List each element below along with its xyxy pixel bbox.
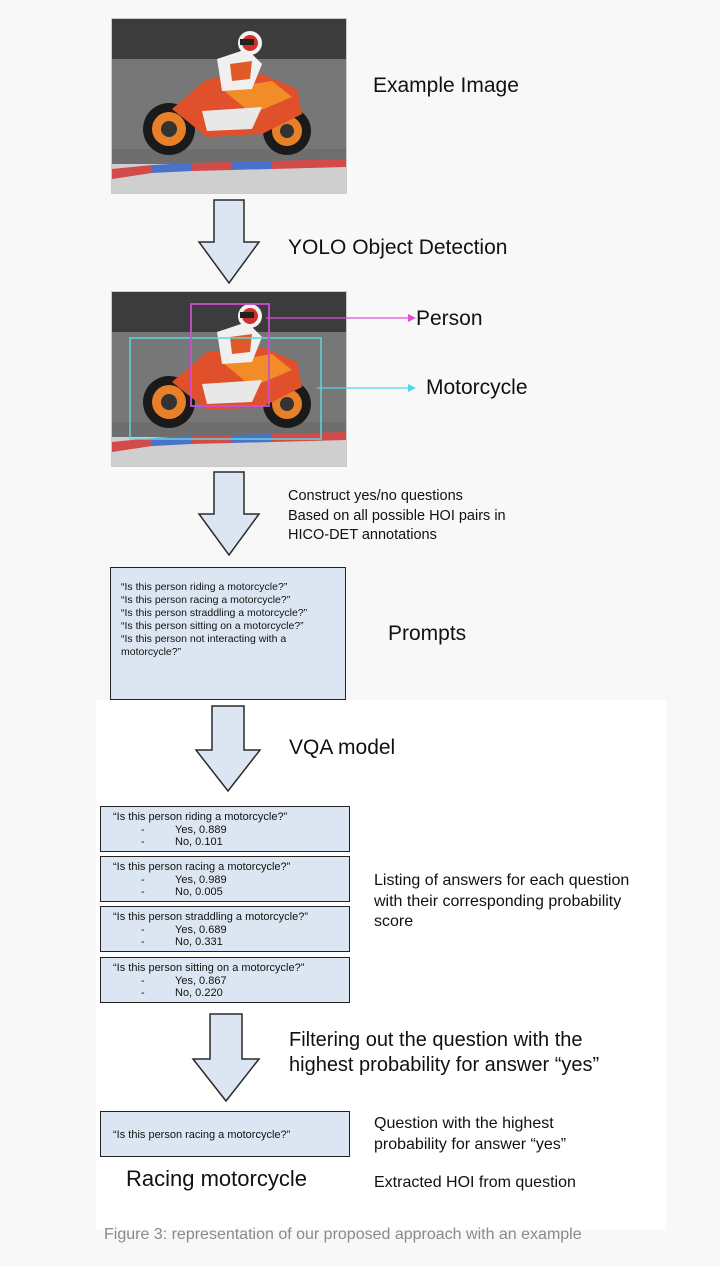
construct-line: Based on all possible HOI pairs in [288,507,506,524]
final-question-box: “Is this person racing a motorcycle?” [100,1111,350,1157]
prompts-box: “Is this person riding a motorcycle?” “I… [110,567,346,700]
answer-question: “Is this person sitting on a motorcycle?… [113,962,305,974]
answer-no: No, 0.005 [175,886,223,898]
label-extracted: Extracted HOI from question [374,1174,576,1191]
answer-yes: Yes, 0.889 [175,823,227,836]
prompt-line: “Is this person sitting on a motorcycle?… [121,620,304,632]
dash-marker: - [141,886,145,898]
listing-text: Listing of answers for each question wit… [374,871,629,933]
down-arrow-4 [191,1013,261,1103]
listing-line: Listing of answers for each question [374,872,630,889]
answer-no: No, 0.331 [175,936,223,948]
dash-marker: - [141,974,145,987]
label-racing-motorcycle: Racing motorcycle [126,1166,307,1191]
motorcycle-pointer-head [408,384,416,392]
answer-no: No, 0.101 [175,836,223,848]
listing-line: score [374,913,414,930]
down-arrow-1 [197,199,261,285]
label-motorcycle: Motorcycle [426,376,528,399]
label-person: Person [416,307,483,330]
answer-box-straddling: “Is this person straddling a motorcycle?… [100,906,350,952]
label-yolo: YOLO Object Detection [288,236,508,259]
filtering-line: Filtering out the question with the [289,1029,583,1051]
down-arrow-2 [197,471,261,557]
prompt-line: “Is this person riding a motorcycle?” [121,581,288,593]
answer-question: “Is this person riding a motorcycle?” [113,811,288,823]
answer-box-sitting: “Is this person sitting on a motorcycle?… [100,957,350,1003]
filtering-text: Filtering out the question with the high… [289,1028,599,1078]
person-pointer-head [408,314,416,322]
figure-caption: Figure 3: representation of our proposed… [104,1226,582,1243]
label-example-image: Example Image [373,74,519,97]
filtering-line: highest probability for answer “yes” [289,1054,600,1076]
answer-question: “Is this person straddling a motorcycle?… [113,911,309,923]
answer-question: “Is this person racing a motorcycle?” [113,861,291,873]
example-image [111,18,347,194]
construct-line: HICO-DET annotations [288,527,437,543]
answer-yes: Yes, 0.689 [175,923,227,936]
answer-yes: Yes, 0.989 [175,873,227,886]
dash-marker: - [141,836,145,848]
highest-line: probability for answer “yes” [374,1135,567,1153]
listing-line: with their corresponding probability [374,892,622,910]
dash-marker: - [141,936,145,948]
answer-box-racing: “Is this person racing a motorcycle?” - Y… [100,856,350,902]
final-question: “Is this person racing a motorcycle?” [113,1129,291,1141]
person-bbox [190,303,270,407]
dash-marker: - [141,873,145,886]
construct-text: Construct yes/no questions Based on all … [288,487,506,546]
label-prompts: Prompts [388,622,467,645]
highest-line: Question with the highest [374,1115,554,1132]
prompt-line: “Is this person straddling a motorcycle?… [121,607,308,619]
answer-no: No, 0.220 [175,987,223,999]
dash-marker: - [141,823,145,836]
dash-marker: - [141,987,145,999]
highest-text: Question with the highest probability fo… [374,1114,566,1155]
down-arrow-3 [194,705,262,793]
prompt-line: “Is this person racing a motorcycle?” [121,594,291,606]
construct-line: Construct yes/no questions [288,488,463,504]
prompt-line: motorcycle?” [121,646,182,658]
answer-yes: Yes, 0.867 [175,974,227,987]
answer-box-riding: “Is this person riding a motorcycle?” - Y… [100,806,350,852]
detection-image [111,291,347,467]
prompt-line: “Is this person not interacting with a [121,633,287,645]
label-vqa: VQA model [289,736,396,759]
dash-marker: - [141,923,145,936]
detection-pointers [266,314,416,392]
